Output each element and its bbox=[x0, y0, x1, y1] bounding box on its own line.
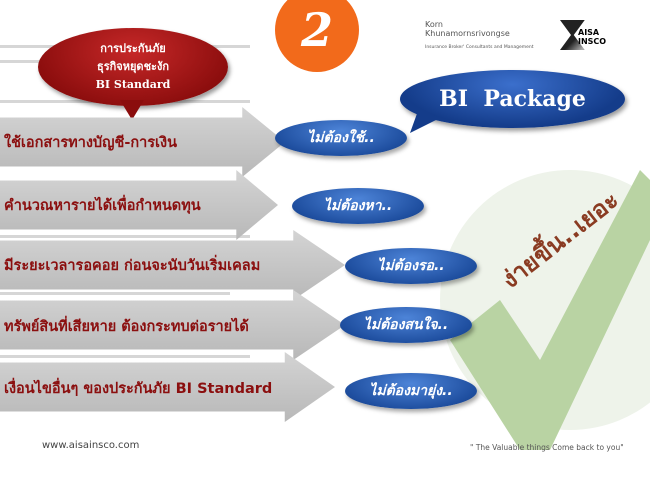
slide-number: 2 bbox=[300, 3, 333, 57]
row-label: ทรัพย์สินที่เสียหาย ต้องกระทบต่อรายได้ bbox=[4, 319, 249, 335]
row-label: เงื่อนไขอื่นๆ ของประกันภัย BI Standard bbox=[4, 381, 273, 397]
bubble-line2: ธุรกิจหยุดชะงัก bbox=[97, 60, 169, 73]
logo-name1: Korn bbox=[425, 20, 443, 29]
row-label: คำนวณหารายได้เพื่อกำหนดทุน bbox=[4, 198, 201, 214]
row-label: มีระยะเวลารอคอย ก่อนจะนับวันเริ่มเคลม bbox=[4, 258, 261, 274]
website-link[interactable]: www.aisainsco.com bbox=[42, 440, 140, 451]
package-title: BI Package bbox=[439, 86, 586, 112]
slide-number-badge: 2 bbox=[275, 0, 359, 72]
row-label: ใช้เอกสารทางบัญชี-การเงิน bbox=[4, 135, 178, 151]
company-logo: Korn Khunamornsrivongse Insurance Broker… bbox=[425, 20, 555, 52]
answer-button[interactable]: ไม่ต้องรอ.. bbox=[345, 248, 477, 284]
logo-tagline: Insurance Broker' Consultants and Manage… bbox=[425, 45, 534, 50]
bubble-line3: BI Standard bbox=[95, 78, 171, 91]
bi-standard-bubble: การประกันภัย ธุรกิจหยุดชะงัก BI Standard bbox=[38, 28, 228, 106]
checkmark-icon bbox=[440, 170, 650, 450]
answer-button[interactable]: ไม่ต้องหา.. bbox=[292, 188, 424, 224]
logo-brand: AISA INSCO bbox=[578, 28, 607, 46]
bubble-tail bbox=[120, 100, 144, 120]
answer-button[interactable]: ไม่ต้องมายุ่ง.. bbox=[345, 373, 477, 409]
answer-button[interactable]: ไม่ต้องใช้.. bbox=[275, 120, 407, 156]
answer-button[interactable]: ไม่ต้องสนใจ.. bbox=[340, 307, 472, 343]
footer-quote: " The Valuable things Come back to you" bbox=[470, 443, 624, 452]
logo-name2: Khunamornsrivongse bbox=[425, 29, 510, 38]
bubble-line1: การประกันภัย bbox=[100, 42, 166, 55]
